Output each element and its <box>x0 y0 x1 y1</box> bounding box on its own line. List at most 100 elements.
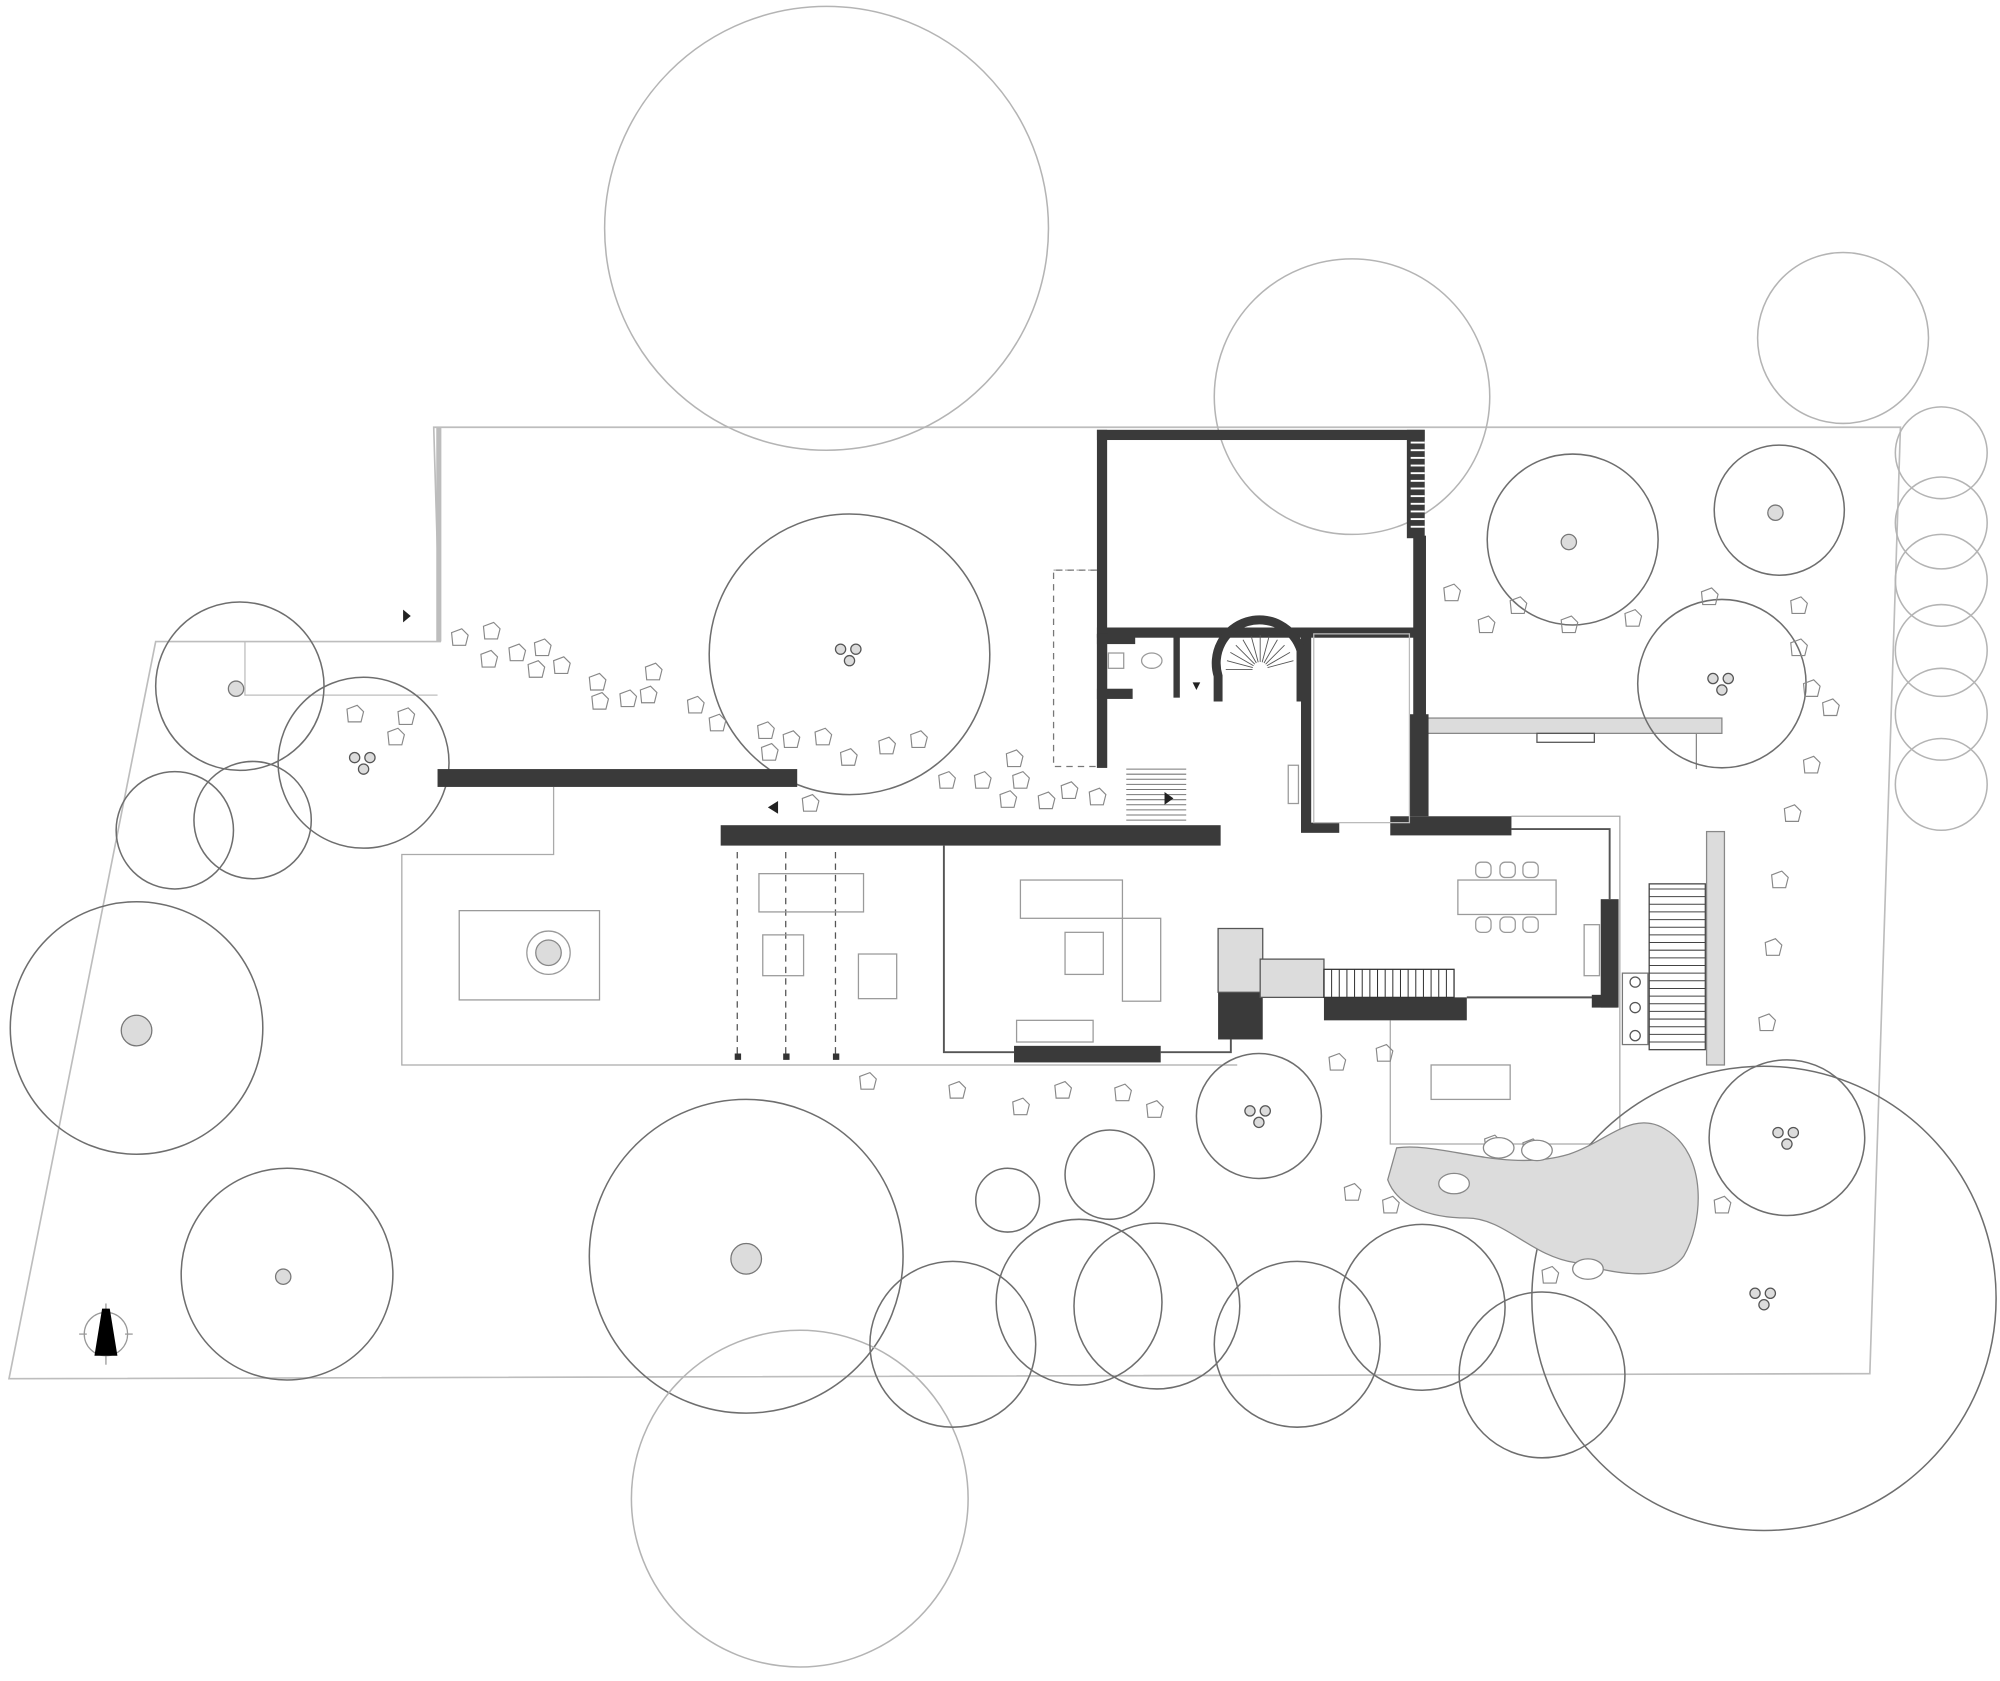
pergola-post <box>783 1053 790 1060</box>
tree-trunk <box>1767 504 1784 522</box>
stepping-stone <box>1012 770 1030 789</box>
stepping-stone <box>480 649 499 668</box>
wall <box>1413 535 1426 747</box>
spiral-tread <box>1261 636 1270 663</box>
tree-canopy <box>9 900 264 1156</box>
stepping-stone <box>1802 755 1821 774</box>
garden-stair <box>1648 883 1706 1051</box>
tree-trunk <box>1722 672 1735 685</box>
spiral-tread <box>1230 651 1254 667</box>
stepping-stone <box>1700 587 1719 606</box>
elevator-shaft <box>1313 633 1411 824</box>
tree-canopy <box>180 1167 394 1381</box>
tree-canopy <box>1195 1052 1323 1180</box>
spiral-stair-wall <box>1211 615 1306 702</box>
spiral-tread <box>1242 639 1257 664</box>
cooktop-burner <box>1629 976 1641 988</box>
stepping-stone <box>591 691 610 710</box>
glass-wall <box>942 845 1015 1054</box>
rear-terrace-outline <box>1389 815 1621 1145</box>
stepping-stone <box>859 1071 877 1090</box>
pond-shape <box>1387 1122 1699 1275</box>
stepping-stone <box>1088 787 1107 806</box>
wall <box>1096 688 1133 699</box>
wall <box>1096 429 1425 441</box>
tree-trunk <box>348 751 361 764</box>
tree-canopy <box>1894 406 1988 500</box>
garden-wall <box>1705 830 1726 1066</box>
tree-trunk <box>1253 1116 1265 1129</box>
tree-trunk <box>274 1268 292 1285</box>
tree-canopy <box>1531 1065 1997 1532</box>
fireplace <box>1217 927 1264 993</box>
tree-canopy <box>193 760 313 880</box>
stepping-stone <box>1343 1182 1362 1201</box>
entrance-arrow-icon <box>1164 792 1174 805</box>
tree-canopy <box>708 513 991 796</box>
stepping-stone <box>1054 1080 1073 1099</box>
garden-edge <box>244 641 438 696</box>
tree-trunk <box>850 643 862 655</box>
furniture <box>458 652 1601 1101</box>
furniture-piece <box>857 953 898 1000</box>
wall <box>1218 990 1263 1040</box>
stepping-stone <box>839 748 858 766</box>
outdoor-kitchen-counter <box>1621 972 1649 1046</box>
stepping-stone <box>1060 781 1079 799</box>
tree-canopy <box>995 1218 1163 1386</box>
entrance-arrow-icon <box>1192 682 1201 691</box>
tree-trunk <box>1707 672 1719 685</box>
tree-trunk <box>1716 684 1728 696</box>
dining-chair <box>1499 916 1516 933</box>
tree-trunk <box>1560 533 1578 551</box>
tree-trunk <box>1758 1299 1770 1311</box>
stepping-stone <box>1783 804 1802 822</box>
pond <box>1387 1122 1699 1280</box>
wall <box>1014 1045 1161 1063</box>
furniture-piece <box>1015 1019 1094 1043</box>
entrance-arrows <box>403 609 1201 814</box>
tree-trunk <box>1244 1105 1256 1117</box>
stepping-stone <box>639 685 658 704</box>
carport-dashed-outline <box>1052 569 1097 768</box>
stepping-stone <box>588 672 607 691</box>
furniture-piece <box>1019 879 1124 919</box>
tree-canopy <box>1894 533 1988 627</box>
tree-canopy <box>1213 1260 1381 1428</box>
wall <box>1173 633 1180 698</box>
tree-trunk <box>1781 1138 1793 1150</box>
stepping-stone <box>801 793 820 812</box>
wall <box>1323 997 1467 1021</box>
stepping-stone <box>1382 1195 1400 1214</box>
wall <box>1591 994 1618 1008</box>
sink <box>1140 652 1163 669</box>
stepping-stone <box>948 1080 967 1099</box>
stepping-stone <box>782 730 801 748</box>
stepping-stone <box>1771 870 1789 889</box>
wall <box>1096 633 1108 768</box>
stepping-stone <box>508 643 527 662</box>
furniture-piece <box>762 934 805 977</box>
pond-stone <box>1438 1172 1470 1195</box>
site-boundary <box>7 426 1902 1380</box>
stepping-stone <box>760 742 779 761</box>
tree-trunk <box>364 751 376 764</box>
stepping-stone <box>450 628 469 646</box>
fire-pit <box>526 930 571 976</box>
tree-trunk <box>1259 1105 1272 1117</box>
stepping-stone <box>1560 615 1579 634</box>
stepping-stone <box>387 727 406 746</box>
tree-canopy <box>975 1167 1041 1233</box>
tree-canopy <box>1073 1222 1241 1390</box>
furniture-piece <box>458 910 601 1001</box>
tree-canopy <box>1636 598 1807 769</box>
dining-chair <box>1499 861 1516 879</box>
furniture-piece <box>1121 917 1162 1002</box>
fire-pit-inner <box>535 939 562 967</box>
spiral-tread <box>1250 636 1259 663</box>
tree-trunk <box>120 1014 153 1047</box>
tree-canopy <box>1713 444 1846 576</box>
stepping-stone <box>1375 1043 1394 1062</box>
spiral-tread <box>1267 660 1294 669</box>
furniture-piece <box>1430 1064 1511 1101</box>
